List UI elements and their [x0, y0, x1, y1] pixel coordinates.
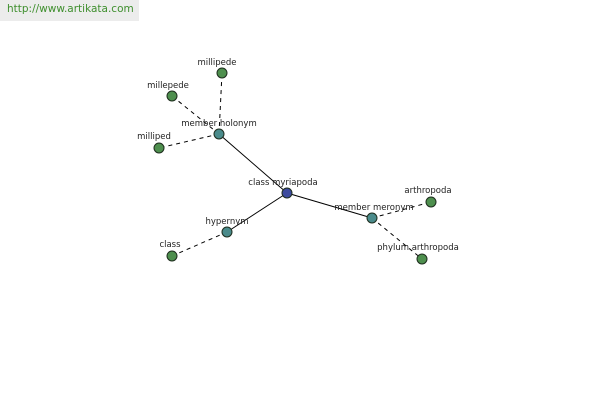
- edge-class-myriapoda-hypernym: [226, 192, 288, 233]
- node-label-phylum-arthropoda[interactable]: phylum arthropoda: [377, 243, 459, 253]
- node-class[interactable]: [166, 250, 178, 262]
- node-phylum-arthropoda[interactable]: [416, 253, 428, 265]
- node-label-class-myriapoda[interactable]: class myriapoda: [248, 178, 317, 188]
- node-millipede-top[interactable]: [216, 67, 228, 79]
- node-label-millipede-top[interactable]: millipede: [198, 58, 237, 68]
- edge-member-meronym-arthropoda: [371, 201, 432, 219]
- node-label-arthropoda[interactable]: arthropoda: [404, 186, 451, 196]
- node-label-millepede[interactable]: millepede: [147, 81, 189, 91]
- edge-member-holonym-milliped: [158, 133, 220, 149]
- edge-member-holonym-millepede: [171, 95, 220, 135]
- node-label-class[interactable]: class: [159, 240, 181, 250]
- node-label-milliped[interactable]: milliped: [137, 132, 171, 142]
- node-member-meronym[interactable]: [366, 212, 378, 224]
- edge-class-myriapoda-member-holonym: [218, 133, 288, 194]
- edge-hypernym-class: [171, 231, 228, 257]
- edge-class-myriapoda-member-meronym: [286, 192, 373, 219]
- node-arthropoda[interactable]: [425, 196, 437, 208]
- node-milliped[interactable]: [153, 142, 165, 154]
- graph-nodes: [153, 67, 437, 265]
- node-label-member-meronym[interactable]: member meronym: [334, 203, 413, 213]
- node-label-hypernym[interactable]: hypernym: [205, 217, 248, 227]
- node-class-myriapoda[interactable]: [281, 187, 293, 199]
- node-label-member-holonym[interactable]: member holonym: [181, 119, 256, 129]
- node-hypernym[interactable]: [221, 226, 233, 238]
- graph-labels: class myriapoda member holonym millipede mi…: [137, 58, 459, 253]
- edge-member-meronym-phylum-arthropoda: [371, 217, 423, 260]
- node-millepede[interactable]: [166, 90, 178, 102]
- edge-member-holonym-millipede-top: [218, 72, 223, 135]
- watermark-link[interactable]: http://www.artikata.com: [0, 0, 139, 21]
- graph-edges: [158, 72, 432, 260]
- node-member-holonym[interactable]: [213, 128, 225, 140]
